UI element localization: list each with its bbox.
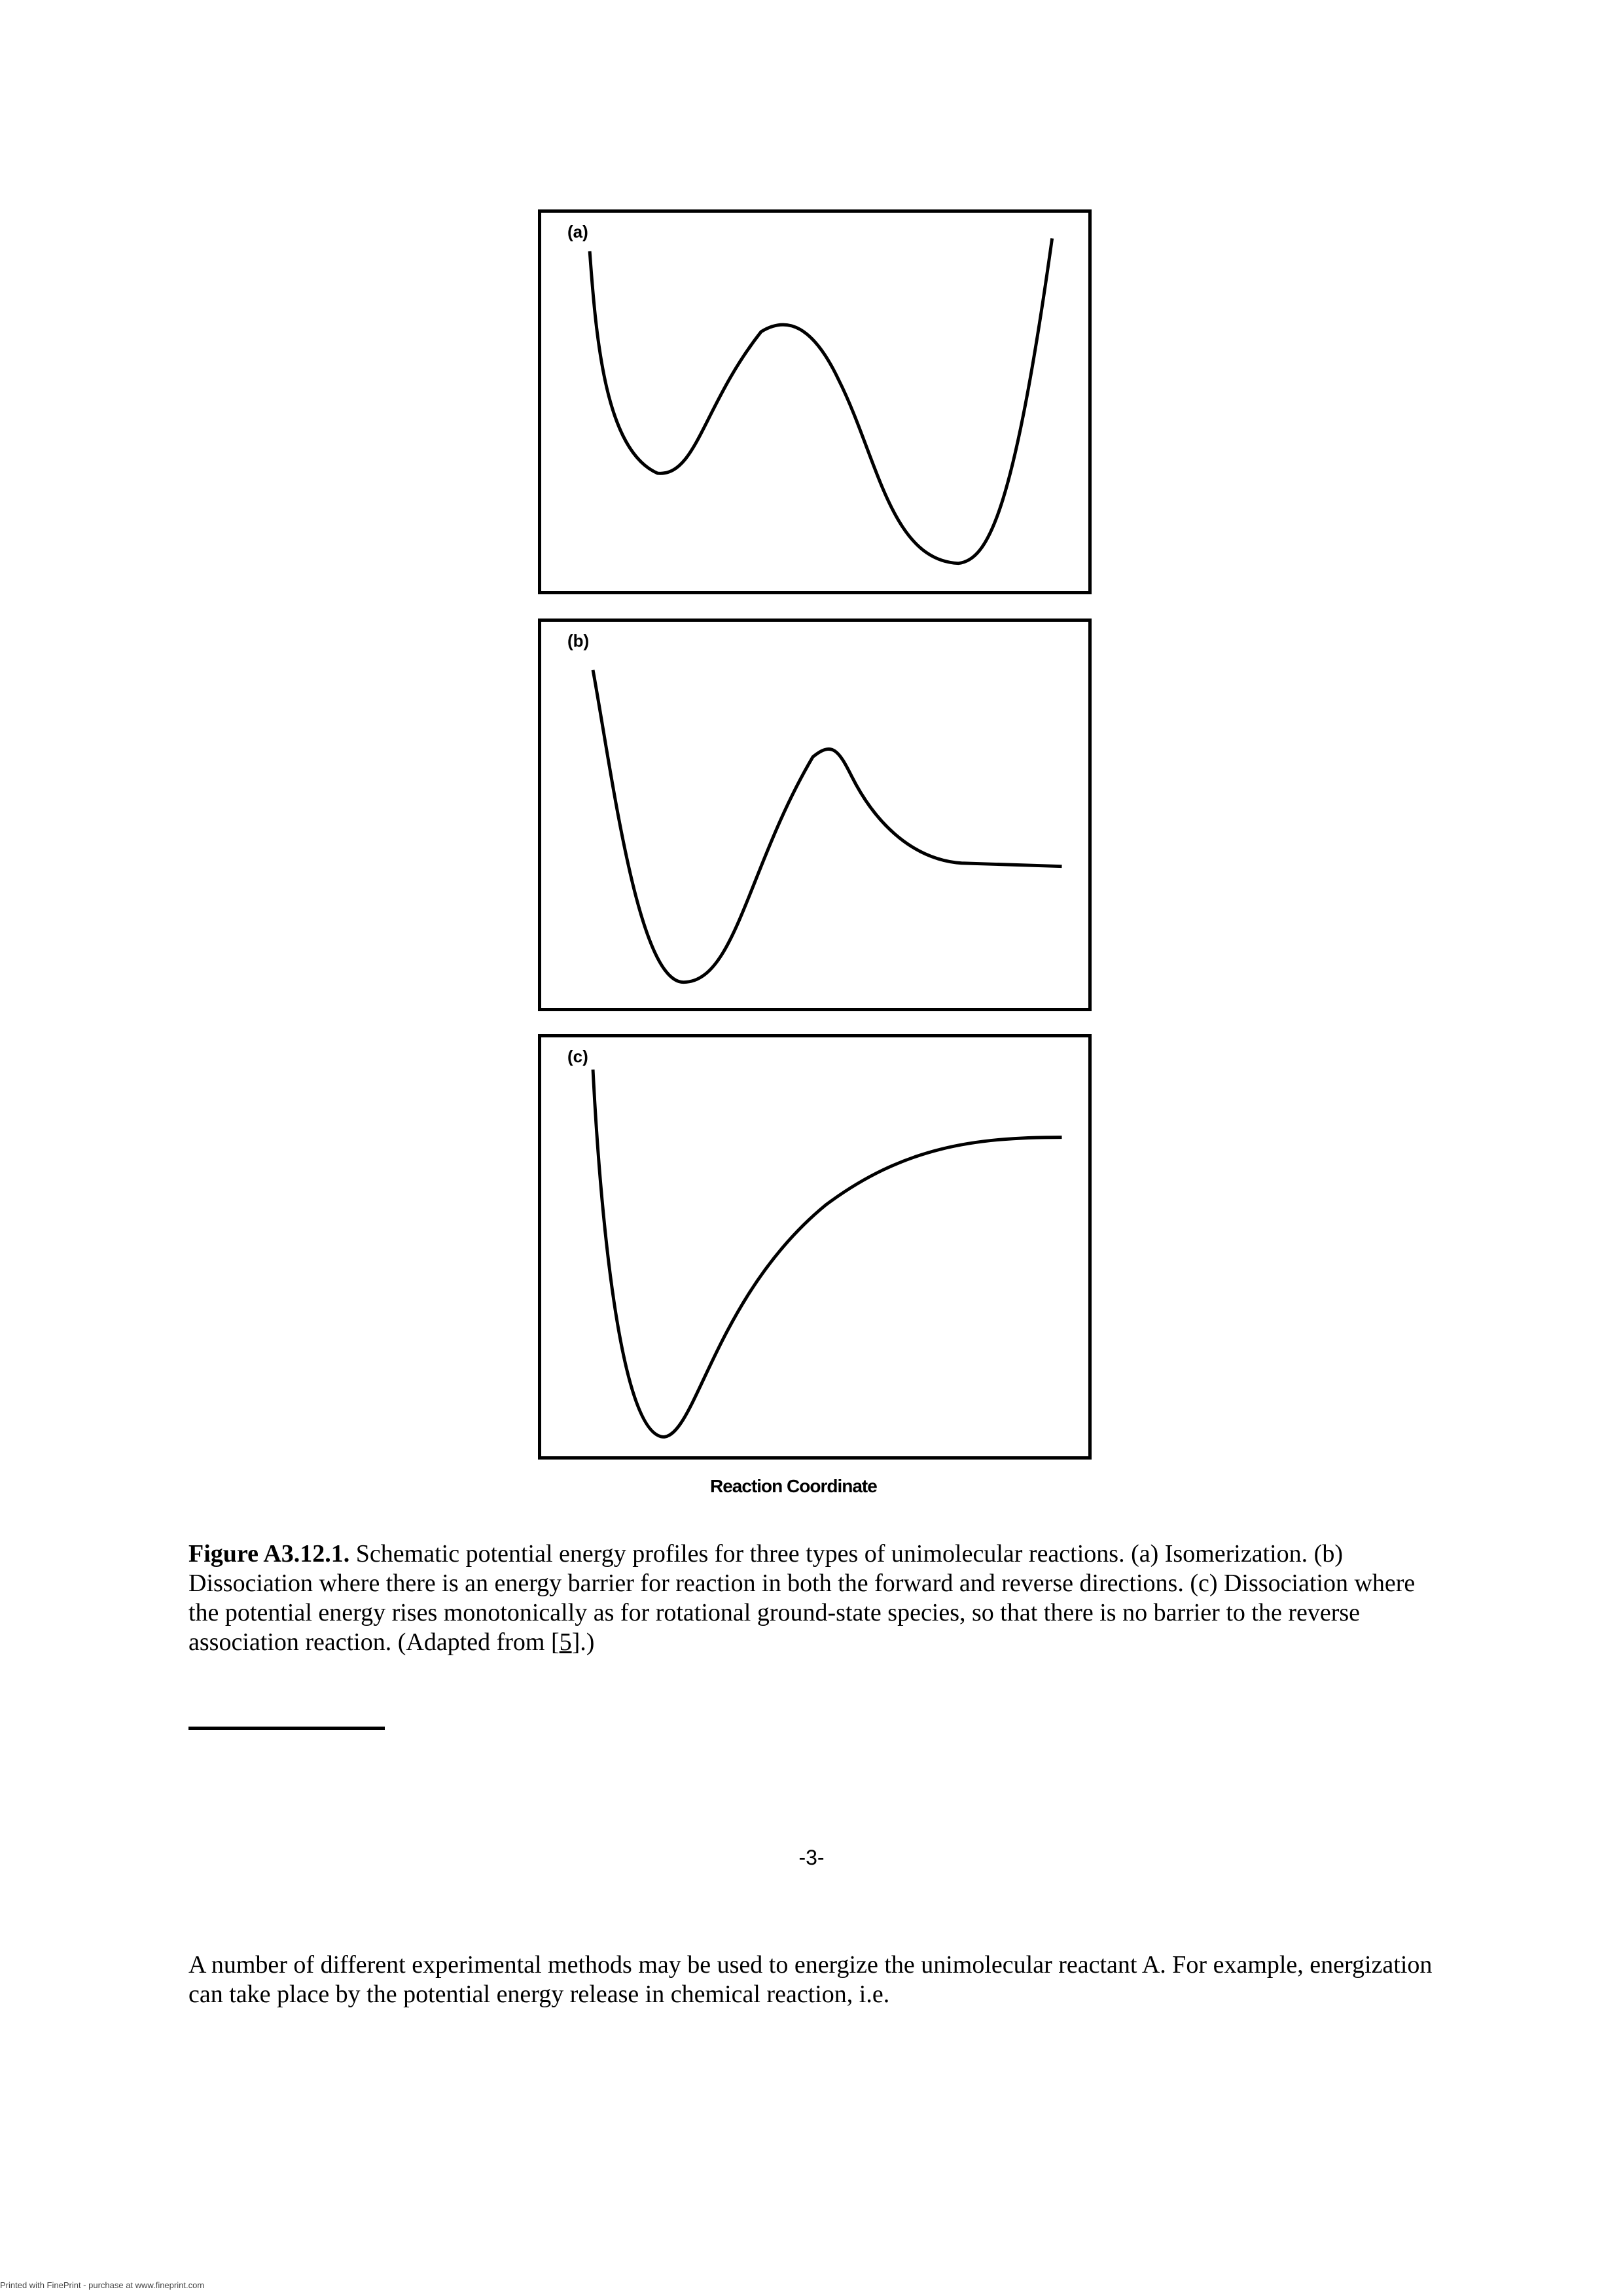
panel-a-label: (a) [567,222,588,242]
curve-c-plot [591,1069,1062,1439]
curve-b-plot [591,670,1062,984]
energy-curve-a [588,238,1054,565]
energy-curve-b [591,670,1062,984]
figure-number: Figure A3.12.1. [188,1540,350,1568]
page-number: -3- [798,1846,825,1869]
caption-text: Schematic potential energy profiles for … [188,1540,1416,1656]
figure-caption: Figure A3.12.1. Schematic potential ener… [188,1539,1445,1657]
reference-link[interactable]: 5 [559,1628,572,1656]
body-paragraph: A number of different experimental metho… [188,1951,1433,2008]
footnote-divider [188,1727,385,1730]
panel-c-label: (c) [567,1047,588,1066]
x-axis-label: Reaction Coordinate [710,1476,878,1496]
potential-energy-panel-a: (a) [538,209,1092,594]
caption-text-end: ].) [571,1628,595,1656]
panel-b-label: (b) [567,631,590,651]
curve-a-plot [588,238,1054,565]
print-footer: Printed with FinePrint - purchase at www… [0,2280,205,2290]
potential-energy-panel-b: (b) [538,619,1092,1011]
potential-energy-panel-c: (c) [538,1034,1092,1460]
energy-curve-c [591,1069,1062,1439]
